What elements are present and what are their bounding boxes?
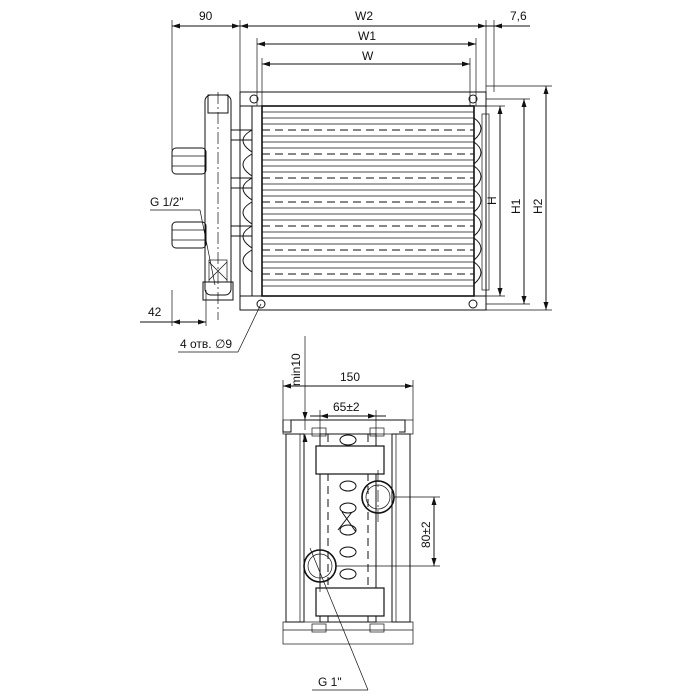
- side-frame-right: [391, 433, 411, 623]
- dim-label-150: 150: [340, 370, 360, 384]
- mount-hole-bl: [256, 299, 266, 309]
- fin-core: [261, 105, 475, 297]
- dim-label-7-6: 7,6: [510, 9, 527, 23]
- mount-hole-tl: [249, 94, 259, 104]
- dim-label-h2: H2: [531, 198, 545, 214]
- mount-hole-tr: [468, 94, 478, 104]
- dim-label-w2: W2: [355, 9, 373, 23]
- connection-stub-upper: [171, 147, 207, 175]
- bottom-flange: [239, 295, 487, 311]
- dim-label-90: 90: [199, 9, 213, 23]
- dim-label-w1: W1: [358, 29, 376, 43]
- front-view: 90 W2 7,6 W1 W H H1 H2: [140, 9, 552, 353]
- dim-label-42: 42: [148, 305, 162, 319]
- holes-label: 4 отв. ∅9: [180, 337, 232, 351]
- dim-label-h1: H1: [509, 198, 523, 214]
- collector-body: [319, 433, 377, 623]
- dim-label-w: W: [362, 49, 374, 63]
- side-view: min10 150 65±2 80±2 G 1": [282, 336, 440, 691]
- side-plate-left: [251, 105, 263, 297]
- top-flange: [239, 91, 487, 107]
- branch-pipes: [231, 129, 252, 237]
- side-frame-left: [285, 433, 305, 623]
- thread-label-one-inch: G 1": [318, 675, 342, 689]
- dim-label-80: 80±2: [419, 521, 433, 548]
- manifold-cap-top: [207, 94, 229, 114]
- mount-hole-br: [468, 299, 478, 309]
- mounting-frame: [239, 91, 487, 311]
- thread-label-half-inch: G 1/2": [150, 195, 184, 209]
- dim-label-min10: min10: [289, 353, 303, 386]
- side-plate-right: [481, 113, 490, 291]
- connection-stub-lower: [171, 221, 207, 249]
- return-bends-right: [473, 113, 490, 291]
- drain-fitting: [208, 259, 228, 283]
- fin-lines: [262, 111, 474, 287]
- tube-sections: [337, 434, 357, 580]
- dim-label-65: 65±2: [333, 400, 360, 414]
- upper-boss: [315, 445, 385, 475]
- top-channel: [282, 419, 406, 433]
- lower-boss: [315, 587, 385, 617]
- return-bends-left: [242, 129, 253, 273]
- dim-label-h: H: [485, 196, 499, 205]
